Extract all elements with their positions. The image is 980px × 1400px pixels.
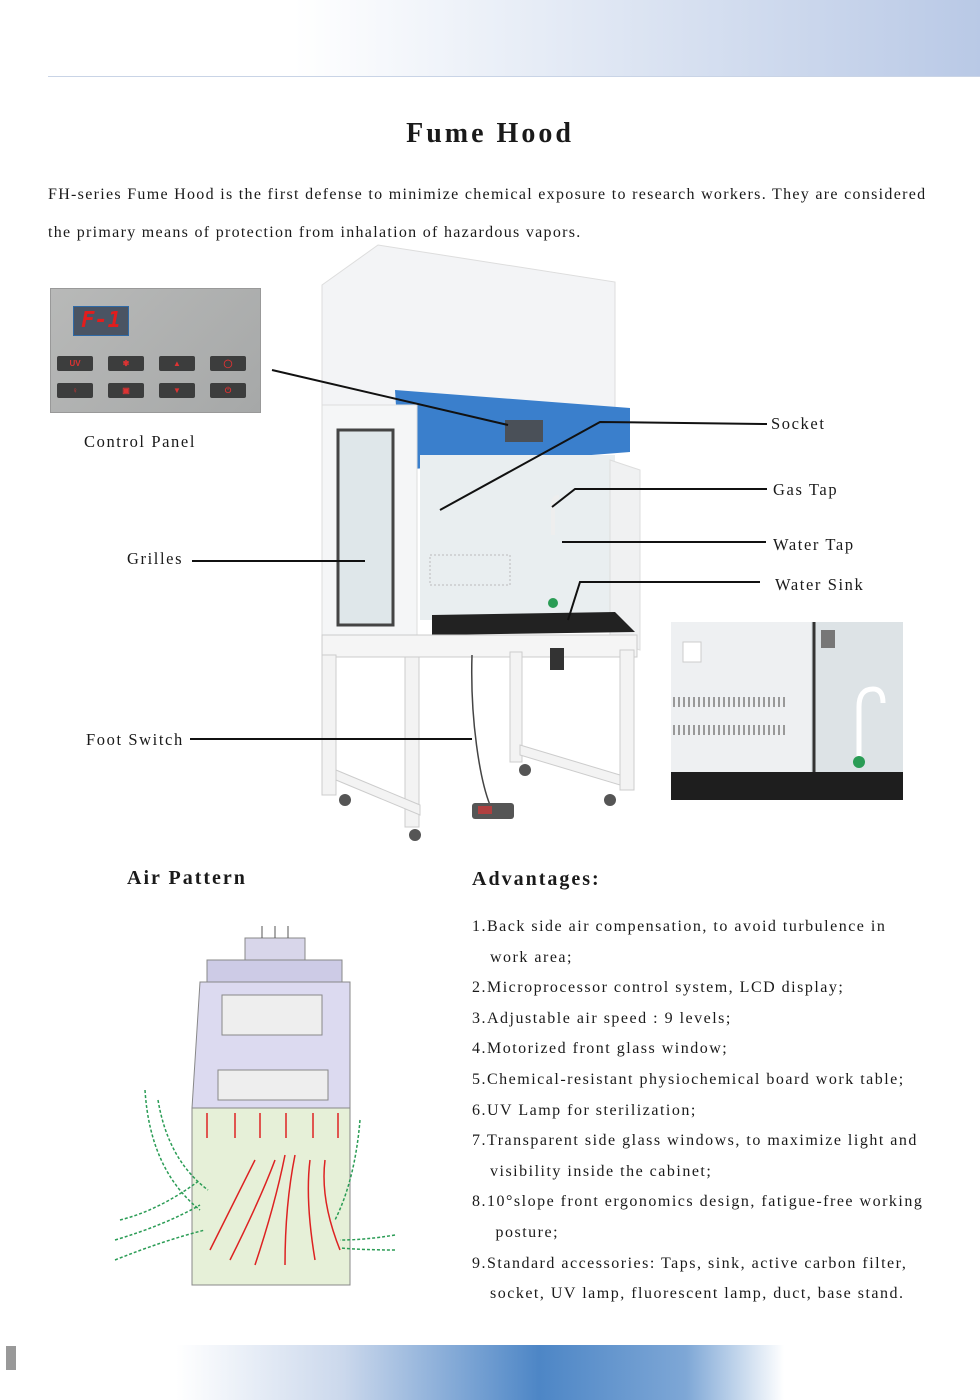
control-panel-label: Control Panel: [84, 432, 197, 451]
header-gradient-band: [0, 0, 980, 76]
advantage-item: 3.Adjustable air speed : 9 levels;: [472, 1009, 732, 1027]
fume-hood-illustration: [321, 244, 641, 841]
advantage-item: 7.Transparent side glass windows, to max…: [472, 1132, 918, 1180]
side-glass: [336, 428, 395, 627]
page-marker: [6, 1346, 16, 1370]
control-panel-leader: [271, 369, 509, 426]
lamp-key: ♀: [57, 383, 93, 398]
grilles-label: Grilles: [127, 549, 184, 568]
advantage-item: 4.Motorized front glass window;: [472, 1040, 729, 1058]
socket-label: Socket: [771, 414, 826, 433]
advantage-item: 2.Microprocessor control system, LCD dis…: [472, 979, 845, 997]
intro-paragraph: FH-series Fume Hood is the first defense…: [48, 186, 927, 241]
grilles: [429, 554, 511, 586]
work-table: [432, 612, 635, 635]
advantage-item: 8.10°slope front ergonomics design, fati…: [472, 1193, 924, 1241]
advantages-heading: Advantages:: [472, 868, 601, 890]
advantages-list: 1.Back side air compensation, to avoid t…: [472, 912, 952, 1310]
water-sink-label: Water Sink: [775, 575, 865, 594]
advantage-item: 9.Standard accessories: Taps, sink, acti…: [472, 1254, 908, 1303]
water-tap-label: Water Tap: [773, 535, 855, 554]
socket-leader: [439, 420, 768, 511]
page-title: Fume Hood: [406, 118, 574, 149]
advantage-item: 5.Chemical-resistant physiochemical boar…: [472, 1070, 905, 1088]
light-key: ◯: [210, 356, 246, 371]
power-key: ⏻: [210, 383, 246, 398]
hood-top-panel: [321, 244, 616, 413]
advantage-item: 1.Back side air compensation, to avoid t…: [472, 918, 887, 966]
air-pattern-diagram: [114, 926, 396, 1286]
air-pattern-heading: Air Pattern: [127, 867, 247, 889]
gas-tap-label: Gas Tap: [773, 480, 839, 499]
footer-gradient-band: [0, 1345, 980, 1400]
advantage-item: 6.UV Lamp for sterilization;: [472, 1101, 697, 1119]
gas-tap-leader: [551, 488, 767, 508]
foot-switch-label: Foot Switch: [86, 730, 184, 749]
water-sink-leader: [567, 581, 760, 621]
control-panel-image: F-1 UV ✾ ▲ ◯ ♀ ▣ ▼ ⏻: [50, 288, 261, 413]
callout-leader-lines: [190, 369, 768, 740]
green-airflow-arrows: [114, 1089, 396, 1261]
closeup-photo: [671, 622, 903, 800]
work-chamber: [420, 455, 615, 620]
hood-control-panel: [505, 420, 543, 442]
down-key: ▼: [159, 383, 195, 398]
header-divider: [48, 76, 980, 77]
socket-key: ▣: [108, 383, 144, 398]
up-key: ▲: [159, 356, 195, 371]
led-display: F-1: [73, 306, 129, 336]
red-airflow-arrows: [206, 1113, 341, 1266]
uv-key: UV: [57, 356, 93, 371]
fan-key: ✾: [108, 356, 144, 371]
